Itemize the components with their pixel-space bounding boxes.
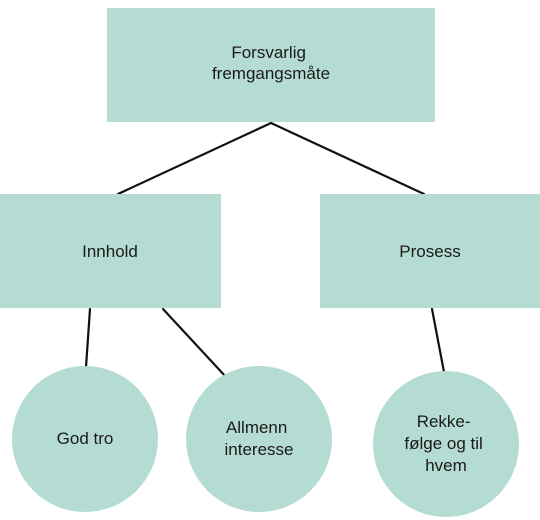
connector-innhold-allmenn-interesse [161, 307, 228, 379]
connector-root-innhold [116, 121, 273, 196]
innhold-node-line: Innhold [82, 242, 138, 261]
prosess-node-label: Prosess [399, 242, 460, 261]
connector-innhold-god-tro [84, 307, 92, 369]
allmenn-interesse-node-label: Allmenn interesse [225, 418, 294, 459]
prosess-node-line: Prosess [399, 242, 460, 261]
root-node: Forsvarlig fremgangsmåte [107, 8, 435, 122]
root-node-line: Forsvarlig [231, 43, 306, 62]
rekkefolge-node-line: følge og til [404, 434, 482, 453]
allmenn-interesse-node: Allmenn interesse [186, 366, 332, 512]
rekkefolge-node-line: Rekke- [417, 412, 471, 431]
god-tro-node-line: God tro [57, 429, 114, 448]
root-node-line: fremgangsmåte [212, 64, 330, 83]
rekkefolge-node: Rekke- følge og til hvem [373, 371, 519, 517]
innhold-node-label: Innhold [82, 242, 138, 261]
allmenn-interesse-node-line: Allmenn [226, 418, 287, 437]
prosess-node: Prosess [320, 194, 540, 308]
rekkefolge-node-label: Rekke- følge og til hvem [404, 412, 487, 475]
root-node-label: Forsvarlig fremgangsmåte [212, 43, 330, 83]
rekkefolge-node-line: hvem [425, 456, 467, 475]
innhold-node: Innhold [0, 194, 221, 308]
connector-root-prosess [269, 121, 426, 196]
allmenn-interesse-node-line: interesse [225, 440, 294, 459]
god-tro-node: God tro [12, 366, 158, 512]
connector-prosess-rekkefolge [430, 307, 446, 374]
god-tro-node-label: God tro [57, 429, 114, 448]
